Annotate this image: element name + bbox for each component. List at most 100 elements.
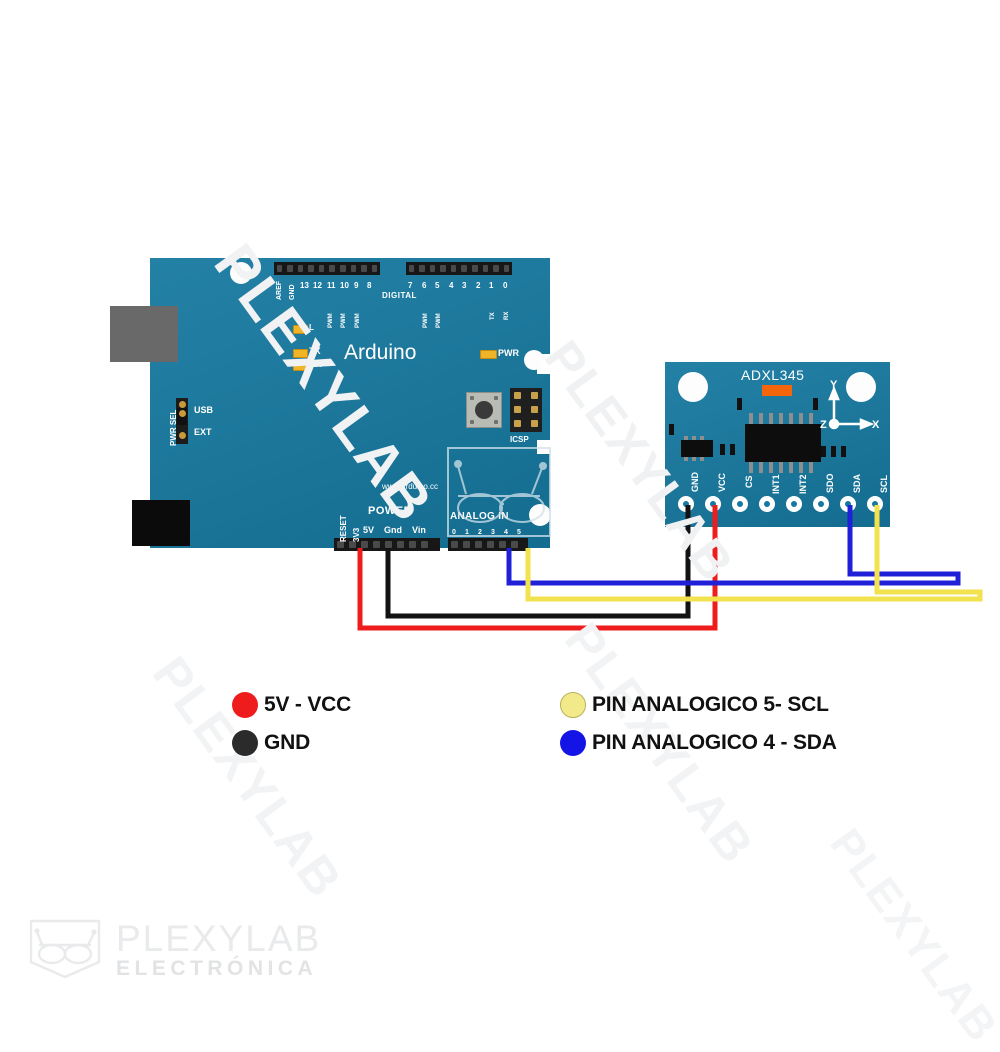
watermark-plexylab-5: PLEXYLAB [820, 820, 1000, 1052]
analog-pin-label-4: 4 [504, 529, 508, 536]
pin-label-0: 0 [503, 281, 508, 290]
adxl-pad-label-gnd: GND [690, 472, 700, 492]
arduino-uno-board: AREF GND 13 12 11 10 9 8 PWM PWM PWM DIG… [150, 258, 551, 551]
adxl-pad-label-int1: INT1 [771, 474, 781, 494]
analog-pin-label-3: 3 [491, 529, 495, 536]
adxl-pad-int1[interactable] [759, 496, 775, 512]
mounting-hole [230, 262, 252, 284]
legend-dot-sda [560, 730, 586, 756]
smd-component [737, 398, 742, 410]
adxl-pad-cs[interactable] [732, 496, 748, 512]
analog-section-label: ANALOG IN [450, 511, 509, 522]
adxl345-title: ADXL345 [741, 367, 805, 383]
led-label-l: L [309, 323, 314, 332]
adxl-pad-scl[interactable] [867, 496, 883, 512]
smd-component [669, 424, 674, 435]
adxl-pad-label-int2: INT2 [798, 474, 808, 494]
legend-label-scl: PIN ANALOGICO 5- SCL [592, 693, 829, 716]
digital-header-right[interactable] [406, 262, 512, 275]
mounting-hole [529, 504, 551, 526]
arduino-brand-text: Arduino [344, 341, 417, 364]
smd-component [831, 446, 836, 457]
led-label-rx: RX [309, 359, 322, 369]
legend-dot-vcc [232, 692, 258, 718]
pwm-label-9: PWM [355, 313, 361, 328]
adxl-pad-label-cs: CS [744, 475, 754, 488]
power-jack [132, 500, 190, 546]
pin-label-3: 3 [462, 281, 467, 290]
pwm-label-6: PWM [423, 313, 429, 328]
led-rx [293, 362, 308, 371]
analog-pin-label-1: 1 [465, 529, 469, 536]
smd-component [813, 398, 818, 410]
analog-pin-label-2: 2 [478, 529, 482, 536]
power-section-label: POWER [368, 505, 413, 517]
pin-label-5v: 5V [363, 525, 375, 535]
adxl-pad-sda[interactable] [840, 496, 856, 512]
pin-label-gnd: GND [289, 284, 296, 300]
pin-label-2: 2 [476, 281, 481, 290]
pin-label-aref: AREF [276, 280, 283, 300]
plexylab-logo: PLEXYLAB ELECTRÓNICA [28, 918, 321, 980]
smd-component [730, 444, 735, 455]
led-label-tx: TX [309, 346, 321, 356]
legend-item: PIN ANALOGICO 5- SCL [560, 686, 837, 724]
axis-label-x: X [872, 419, 880, 431]
icsp-header[interactable] [510, 388, 542, 432]
plexylab-logo-sub: ELECTRÓNICA [116, 956, 318, 980]
adxl-mounting-hole [846, 372, 876, 402]
axis-label-y: Y [830, 380, 838, 391]
adxl345-ic [745, 424, 821, 462]
pin-label-6: 6 [422, 281, 427, 290]
analog-pin-label-0: 0 [452, 529, 456, 536]
pin-label-9: 9 [354, 281, 359, 290]
adxl-pad-int2[interactable] [786, 496, 802, 512]
led-label-pwr: PWR [498, 348, 519, 358]
legend-label-vcc: 5V - VCC [264, 693, 352, 716]
pin-label-tx-digital: TX [490, 312, 496, 320]
pin-label-5: 5 [435, 281, 440, 290]
smd-component [720, 444, 725, 455]
arduino-url-text: www.arduino.cc [382, 482, 439, 491]
analog-header[interactable] [448, 538, 528, 551]
legend-label-sda: PIN ANALOGICO 4 - SDA [592, 731, 837, 754]
axis-label-z: Z [820, 419, 827, 431]
pin-label-13: 13 [300, 281, 309, 290]
smd-component [841, 446, 846, 457]
adxl-voltage-regulator [681, 440, 713, 457]
diagram-canvas: PLEXYLAB PLEXYLAB PLEXYLAB PLEXYLAB PLEX… [28, 233, 1000, 1052]
legend-dot-scl [560, 692, 586, 718]
pwm-label-11: PWM [328, 313, 334, 328]
adxl345-module: ADXL345 [665, 362, 890, 527]
legend-right-column: PIN ANALOGICO 5- SCL PIN ANALOGICO 4 - S… [560, 686, 837, 762]
adxl-mounting-hole [678, 372, 708, 402]
usb-connector [110, 306, 178, 362]
pin-label-3v3: 3V3 [352, 527, 361, 542]
pin-label-1: 1 [489, 281, 494, 290]
pin-label-11: 11 [327, 281, 336, 290]
led-l [293, 325, 308, 334]
adxl-pad-label-sda: SDA [852, 473, 862, 493]
adxl-pad-sdo[interactable] [813, 496, 829, 512]
legend-dot-gnd [232, 730, 258, 756]
digital-header-left[interactable] [274, 262, 380, 275]
led-tx [293, 349, 308, 358]
adxl-pad-label-scl: SCL [879, 475, 889, 493]
adxl-orange-component [762, 385, 792, 396]
pwr-sel-jumper[interactable] [176, 398, 188, 444]
pin-label-rx-digital: RX [504, 311, 510, 320]
analog-pin-label-5: 5 [517, 529, 521, 536]
reset-pin-label: RESET [339, 515, 348, 542]
pwr-sel-ext-label: EXT [194, 427, 212, 437]
adxl-pad-vcc[interactable] [705, 496, 721, 512]
icsp-label: ICSP [510, 435, 529, 444]
reset-button[interactable] [466, 392, 502, 428]
pwm-label-10: PWM [341, 313, 347, 328]
adxl-pad-gnd[interactable] [678, 496, 694, 512]
power-header[interactable] [334, 538, 440, 551]
pwr-sel-label: PWR SEL [169, 409, 178, 446]
pwr-sel-usb-label: USB [194, 405, 214, 415]
axis-indicator-icon: Y X Z [820, 380, 880, 431]
smd-component [821, 446, 826, 457]
legend-item: PIN ANALOGICO 4 - SDA [560, 724, 837, 762]
